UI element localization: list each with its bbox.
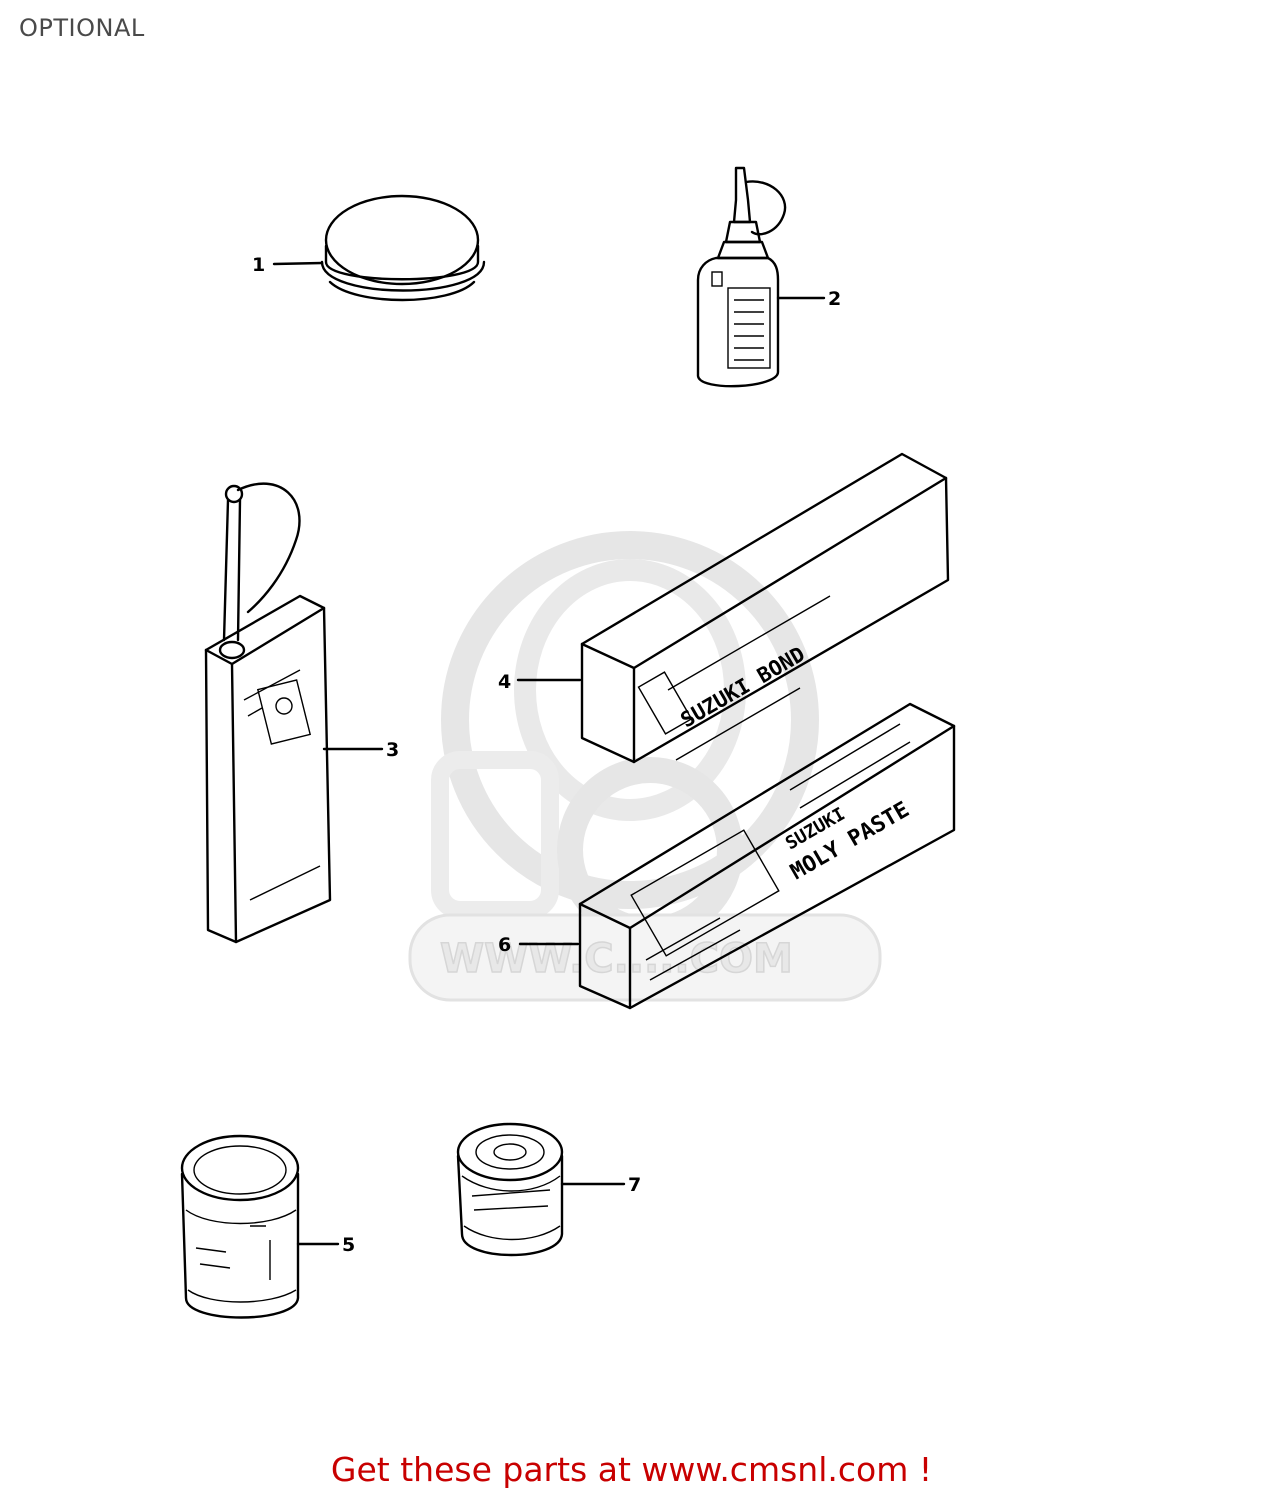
page-title: OPTIONAL: [19, 14, 145, 42]
watermark-url: WWW.C.....COM: [440, 936, 793, 982]
callout-3: 3: [386, 739, 399, 761]
part-3-oil-can: [204, 482, 332, 944]
part-5-tin-can: [180, 1134, 300, 1319]
callout-5: 5: [342, 1234, 355, 1256]
callout-4: 4: [498, 671, 511, 693]
part-1-cap: [320, 194, 486, 302]
watermark-logo: WWW.C.....COM: [408, 531, 882, 1002]
callout-2: 2: [828, 288, 841, 310]
callout-6: 6: [498, 934, 511, 956]
callout-1: 1: [252, 254, 265, 276]
part-2-oil-bottle: [696, 166, 787, 388]
part-7-short-tin: [456, 1122, 564, 1257]
leader-line-1: [272, 261, 324, 266]
callout-7: 7: [628, 1174, 641, 1196]
cmsnl-banner-link[interactable]: Get these parts at www.cmsnl.com !: [330, 1450, 933, 1489]
